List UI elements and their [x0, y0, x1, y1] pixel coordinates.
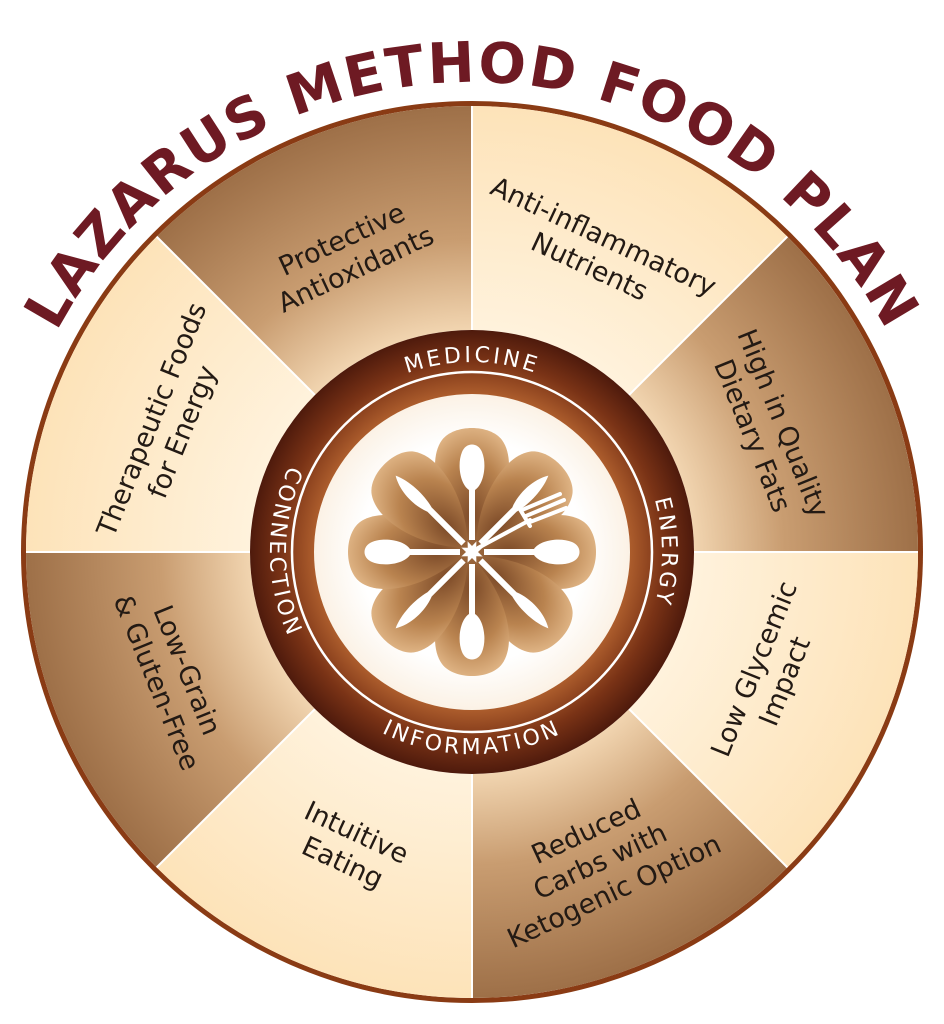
spoon-icon	[484, 539, 580, 565]
knife-icon	[395, 558, 466, 629]
segment-divider	[628, 235, 789, 396]
segment-divider	[155, 708, 316, 869]
segment-7	[156, 106, 472, 396]
segment-2	[628, 552, 918, 868]
segment-4	[156, 708, 472, 998]
segment-dividers	[26, 106, 918, 998]
center-ring-line	[290, 370, 654, 734]
flower-cutlery-icon	[348, 428, 596, 676]
fork-icon	[476, 492, 568, 550]
segment-divider	[628, 708, 789, 869]
spoon-icon	[459, 444, 485, 540]
knife-icon	[478, 558, 549, 629]
flower-petal	[371, 451, 468, 548]
segment-5	[26, 552, 316, 868]
spoon-icon	[459, 564, 485, 660]
spoon-icon	[364, 539, 460, 565]
segments-layer	[26, 106, 918, 998]
segment-1	[628, 236, 918, 552]
segment-3	[472, 708, 788, 998]
segment-0	[472, 106, 788, 396]
segment-divider	[155, 235, 316, 396]
knife-icon	[395, 475, 466, 546]
segment-6	[26, 236, 316, 552]
knife-icon	[478, 475, 549, 546]
